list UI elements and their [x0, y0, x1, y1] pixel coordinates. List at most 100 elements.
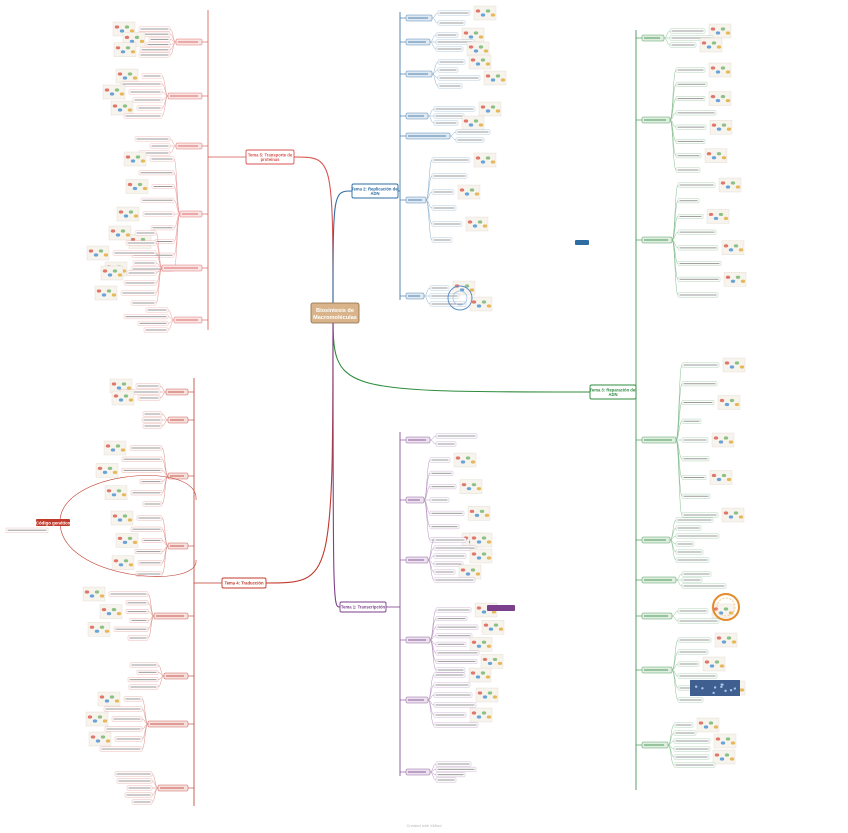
tema2-leaf-link [450, 136, 456, 140]
tema5-figure-blob [121, 229, 125, 232]
tema4-figure-blob [91, 735, 95, 738]
tema4-figure-blob [119, 563, 123, 566]
tema2-figure-blob [475, 192, 479, 195]
tema4-figure-blob [117, 612, 121, 615]
tema1-figure-thumbnail [481, 654, 503, 668]
replication-highlight-box [575, 240, 589, 245]
tema5-leaf-text [139, 108, 161, 109]
tema5-figure-blob [113, 269, 117, 272]
tema5-leaf-text [137, 233, 155, 234]
tema3-figure-blob [712, 124, 716, 127]
tema3-figure-blob [729, 248, 733, 251]
tema3-leaf-link [676, 580, 682, 586]
tema4-figure-blob [100, 695, 104, 698]
tema5-leaf-text [157, 241, 173, 242]
tema4-leaf-text [131, 687, 157, 688]
tema5-subtopic-text [164, 267, 198, 269]
tema3-figure-thumbnail [709, 92, 731, 106]
tema2-leaf-text [440, 86, 461, 87]
tema3-figure-blob [722, 156, 726, 159]
tema3-figure-frame [710, 120, 732, 134]
tema2-figure-blob [482, 300, 486, 303]
tema1-subtopic-text [408, 559, 424, 561]
tema4-figure-blob [133, 541, 137, 544]
tema3-figure-blob [716, 70, 720, 73]
tema1-leaf-link [430, 436, 436, 440]
tema3-figure-frame [714, 734, 736, 748]
tema1-figure-blob [461, 568, 465, 571]
tema3-leaf-link [670, 520, 676, 540]
tema4-leaf-text [128, 602, 147, 603]
tema3-figure-frame [713, 750, 735, 764]
tema1-figure-blob [482, 610, 486, 613]
tema3-leaf-link [670, 120, 676, 156]
tema3-figure-blob [734, 244, 738, 247]
tema2-figure-frame [470, 297, 492, 311]
tema3-figure-frame [697, 718, 719, 732]
tema2-figure-blob [472, 300, 476, 303]
tema1-figure-blob [477, 556, 481, 559]
tema4-figure-thumbnail [112, 391, 134, 405]
tema3-figure-blob [734, 511, 738, 514]
tema3-leaf-text [678, 84, 706, 85]
tema1-figure-blob [466, 572, 470, 575]
tema5-figure-frame [101, 266, 123, 280]
tema5-figure-thumbnail [101, 266, 123, 280]
tema4-leaf-text [130, 638, 147, 639]
tema2-figure-thumbnail [458, 185, 480, 199]
branch-tema5 [87, 10, 246, 332]
tema2-figure-frame [474, 6, 496, 20]
footer-credit: Created with XMind [0, 823, 848, 828]
tema3-leaf-link [668, 745, 674, 765]
tema4-figure-blob [100, 626, 104, 629]
tema4-figure-blob [114, 394, 118, 397]
main-topic-tema5: Tema 5: Transporte deproteínas [246, 150, 294, 164]
tema3-figure-blob [739, 515, 743, 518]
tema4-leaf-text [138, 574, 161, 575]
tema2-figure-blob [464, 31, 468, 34]
tema1-leaf-link [430, 619, 436, 640]
tema3-leaf-text [678, 141, 704, 142]
tema2-figure-frame [469, 55, 491, 69]
tema3-leaf-text [678, 170, 699, 171]
tema4-figure-frame [111, 511, 133, 525]
tema5-figure-frame [111, 101, 133, 115]
tema2-leaf-text [440, 78, 479, 79]
tema5-leaf-link [170, 146, 176, 153]
tema3-leaf-text [680, 185, 714, 186]
tema3-leaf-link [672, 611, 678, 616]
tema3-figure-blob [726, 70, 730, 73]
tema2-subtopic-text [408, 199, 422, 201]
callout-leaf-text [8, 530, 47, 531]
tema3-leaf-link [670, 120, 676, 170]
tema5-figure-frame [87, 246, 109, 260]
tema5-figure-blob [126, 46, 130, 49]
tema3-figure-thumbnail [719, 178, 741, 192]
tema5-subtopic-text [176, 319, 198, 321]
tema1-figure-blob [475, 514, 479, 517]
tema1-leaf-text [438, 764, 470, 765]
microscopy-cell [721, 683, 723, 685]
tema5-leaf-link [156, 268, 162, 303]
tema4-figure-thumbnail [83, 587, 105, 601]
tema5-leaf-text [153, 227, 173, 228]
tema4-figure-blob [123, 541, 127, 544]
tema5-figure-blob [130, 29, 134, 32]
tema5-leaf-text [141, 172, 173, 173]
microscopy-cell [730, 689, 732, 691]
tema3-figure-blob [725, 361, 729, 364]
tema4-leaf-text [145, 504, 161, 505]
tema3-leaf-text [684, 383, 716, 384]
tema5-figure-blob [128, 108, 132, 111]
tema3-figure-blob [716, 99, 720, 102]
tema3-figure-frame [722, 508, 744, 522]
tema5-figure-blob [126, 155, 130, 158]
tema2-figure-blob [486, 109, 490, 112]
tema2-figure-blob [481, 105, 485, 108]
tema3-figure-blob [720, 399, 724, 402]
tema3-figure-blob [711, 66, 715, 69]
tema2-figure-blob [474, 49, 478, 52]
tema1-figure-thumbnail [470, 533, 492, 547]
tema4-figure-frame [86, 712, 108, 726]
tema4-leaf-link [148, 594, 154, 616]
